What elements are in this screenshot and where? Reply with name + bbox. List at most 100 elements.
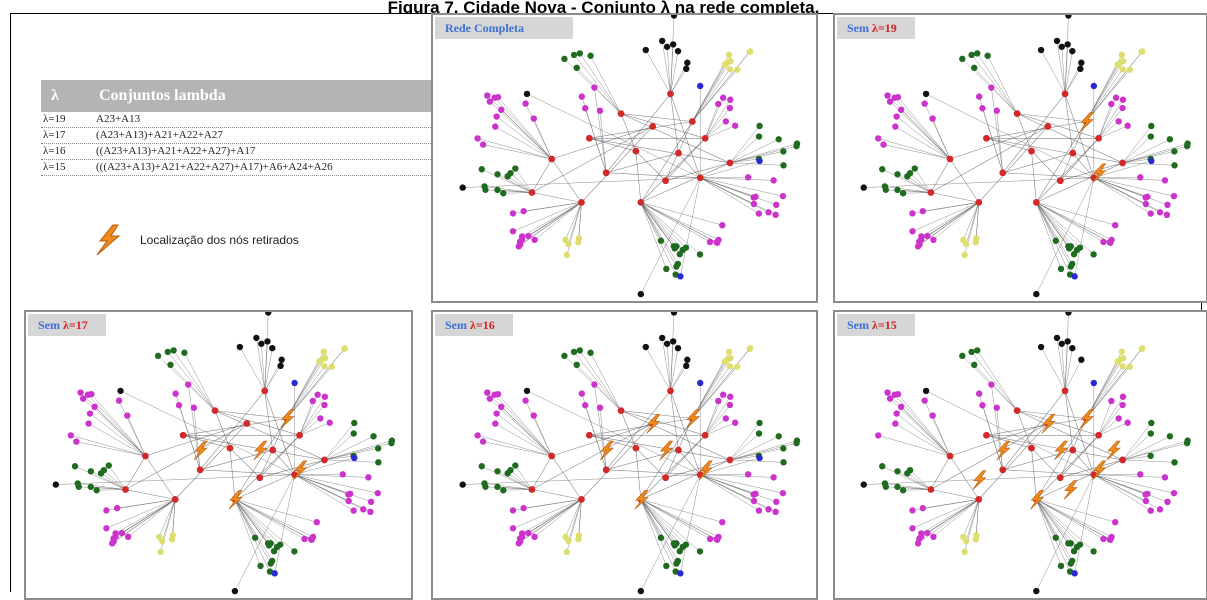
network-edge [931,456,950,490]
network-edge [532,490,581,500]
network-node [493,113,499,119]
network-node [892,420,898,426]
network-node [974,50,980,56]
network-node [734,364,740,370]
network-node [924,530,930,536]
network-node [773,202,779,208]
network-edge [125,456,145,490]
panel-label: Sem λ=19 [837,17,915,39]
network-node [375,459,381,465]
network-node [659,38,665,44]
panel-label-lambda: λ=19 [872,21,897,35]
network-node [930,534,936,540]
network-node [370,433,376,439]
network-edge [895,98,950,159]
network-node [253,335,259,341]
network-node [531,237,537,243]
network-node [232,588,238,594]
network-node [512,165,518,171]
network-node [1090,548,1096,554]
network-node [277,363,283,369]
network-node [1144,491,1150,497]
network-node [726,349,732,355]
network-edge [692,61,730,121]
network-edge [1065,94,1073,153]
legend-label: Localização dos nós retirados [140,233,299,247]
panel-label-lambda: λ=17 [63,318,88,332]
network-edge [641,499,676,571]
hub-node [618,110,625,117]
network-edge [730,460,784,462]
network-node [727,66,733,72]
hub-node [1119,457,1126,464]
network-node [1054,38,1060,44]
network-edge [931,490,979,500]
hub-node [1057,474,1064,481]
network-edge [641,475,700,591]
hub-node [662,474,669,481]
network-node [984,53,990,59]
network-node [368,499,374,505]
hub-node [637,199,644,206]
network-node [1071,273,1077,279]
lightning-icon [1080,113,1093,132]
network-node [494,187,500,193]
network-node [172,390,178,396]
network-node [1120,394,1126,400]
network-node [1033,588,1039,594]
network-node [961,252,967,258]
hub-node [726,160,733,167]
network-node [367,509,373,515]
network-node [793,143,799,149]
network-node [1038,344,1044,350]
network-node [893,113,899,119]
network-node [988,84,994,90]
network-node [1069,261,1075,267]
network-edge [97,490,126,491]
network-node [968,349,974,355]
network-edge [589,435,730,460]
network-node [167,362,173,368]
network-node [1137,471,1143,477]
network-edge [235,499,261,566]
network-node [707,536,713,542]
network-edge [75,466,125,489]
network-node [114,505,120,511]
network-node [875,432,881,438]
network-edge [933,202,978,239]
hub-node [1028,445,1035,452]
network-edge [606,153,678,173]
network-node [895,391,901,397]
hub-node [578,199,585,206]
network-node [1065,243,1071,249]
network-node [776,433,782,439]
network-node [93,487,99,493]
network-edge [497,117,552,159]
network-node [498,404,504,410]
network-edge [574,55,621,114]
panel-label-lambda: λ=15 [872,318,897,332]
network-node [561,56,567,62]
network-node [1120,97,1126,103]
network-panel-without-lambda-15: Sem λ=15 [833,310,1207,600]
network-edge [950,456,979,499]
network-node [663,266,669,272]
lightning-icon [281,410,294,429]
lambda-set: A23+A13 [96,112,140,127]
network-node [930,237,936,243]
network-panel-without-lambda-17: Sem λ=17 [24,310,413,600]
hub-node [578,496,585,503]
network-node [1119,66,1125,72]
hub-node [1095,135,1102,142]
edges [56,312,392,591]
network-node [675,48,681,54]
network-node [587,350,593,356]
network-node [677,570,683,576]
network-node [1162,177,1168,183]
network-edge [972,352,1018,411]
network-node [976,390,982,396]
network-node [170,347,176,353]
network-node [664,44,670,50]
network-edge [700,475,768,510]
network-node [322,394,328,400]
